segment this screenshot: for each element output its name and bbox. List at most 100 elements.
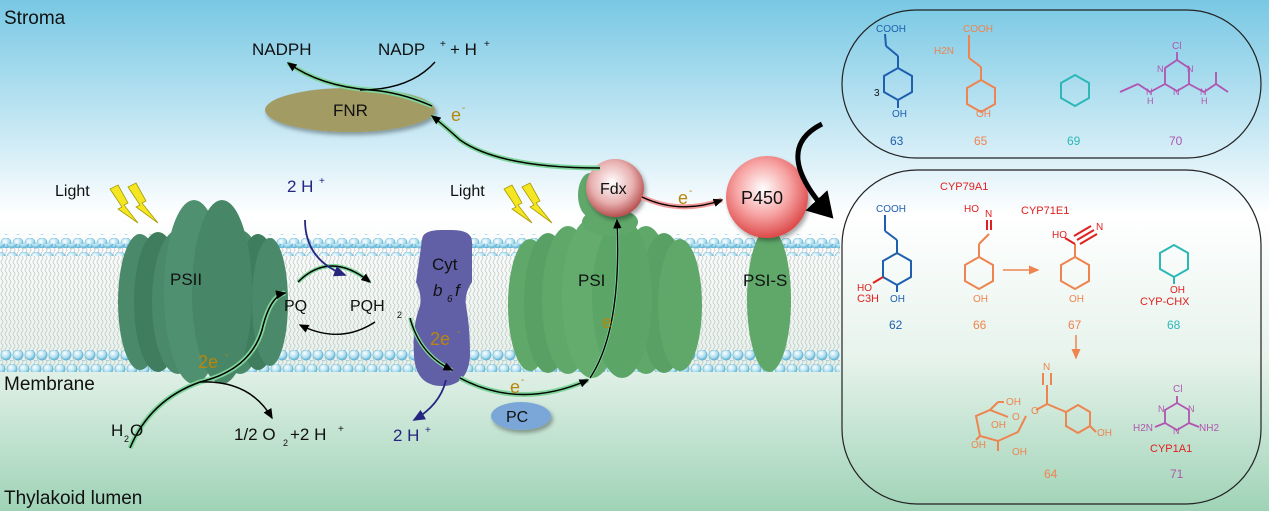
cmp70-nh-left: N (1146, 87, 1153, 97)
fdx-to-p450-arrow (641, 196, 724, 208)
pqh2-oxidation-arrow (298, 321, 376, 335)
substrates-panel: COOH 3 OH 63 COOH H2N OH 65 69 Cl N N N … (841, 9, 1262, 159)
cmp67-n: N (1096, 222, 1103, 233)
cmp62-ho: HO (857, 283, 872, 294)
compound-67-label: 67 (1068, 318, 1082, 332)
cmp64-n: N (1043, 362, 1050, 373)
compound-63-label: 63 (890, 134, 904, 148)
cmp63-cooh: COOH (876, 24, 906, 35)
compound-62-hydroxyl-bond (872, 276, 884, 284)
stroma-label: Stroma (4, 8, 66, 29)
cmp70-nh-right: N (1200, 87, 1207, 97)
electron-fnr-charge: - (462, 103, 465, 114)
electron-p450-charge: - (689, 186, 692, 197)
compound-71-structure (1154, 396, 1200, 432)
compound-66-label: 66 (973, 318, 987, 332)
cmp66-oh: OH (973, 294, 988, 305)
psii-label: PSII (170, 270, 202, 289)
cmp70-n1: N (1157, 64, 1164, 74)
cmp71-n3: N (1173, 426, 1180, 436)
cytochrome-b6f-complex: Cyt b 6 f (413, 230, 472, 386)
fnr-enzyme: FNR (265, 88, 435, 132)
electron-fnr-label: e (451, 105, 461, 125)
cmp62-oh: OH (890, 294, 905, 305)
compound-62-structure (882, 215, 912, 292)
proton-bottom-charge: + (425, 425, 431, 436)
cmp71-nh2: NH2 (1199, 423, 1219, 434)
oxygen-label: 1/2 O (234, 425, 276, 444)
electron-psii-charge: - (225, 350, 228, 361)
enzyme-cyp-chx: CYP-CHX (1140, 296, 1190, 308)
cmp70-h-right: H (1201, 96, 1208, 106)
cmp64-oh-2: OH (991, 420, 1006, 431)
proton-release-arrow (412, 379, 447, 421)
electron-psii-label: 2e (198, 352, 218, 372)
cmp70-h-left: H (1147, 96, 1154, 106)
cmp65-oh: OH (976, 109, 991, 120)
cyt-f-label: f (455, 281, 462, 300)
proton-top-label: 2 H (287, 177, 313, 196)
fnr-label: FNR (333, 101, 368, 120)
electron-labels: 2e - 2e - e - e - e - e - (198, 103, 692, 397)
o2-release-arrow (199, 381, 273, 420)
cmp65-amine: H2N (934, 46, 954, 57)
fdx-label: Fdx (600, 181, 627, 198)
cmp66-ho: HO (964, 204, 979, 215)
proton-uptake-arrow (304, 219, 347, 277)
membrane-label: Membrane (4, 374, 95, 395)
compound-65-label: 65 (974, 134, 988, 148)
psi-label: PSI (578, 271, 605, 290)
p450-enzyme: P450 (726, 156, 808, 238)
oxygen-protons-label: +2 H (290, 425, 326, 444)
cmp64-oh-4: OH (1012, 447, 1027, 458)
cmp64-oh-5: OH (1097, 428, 1112, 439)
cmp65-cooh: COOH (963, 24, 993, 35)
compound-63-structure (883, 33, 913, 108)
compound-66-oxime-bond (986, 220, 992, 230)
cmp62-cooh: COOH (876, 204, 906, 215)
enzyme-cyp71e1: CYP71E1 (1021, 205, 1069, 217)
cmp70-n2: N (1187, 64, 1194, 74)
proton-top-charge: + (319, 176, 325, 187)
products-panel: COOH HO OH C3H 62 HO N OH CYP79A1 66 HO … (841, 169, 1262, 505)
nadp-label: NADP (378, 40, 425, 59)
cmp71-n2: N (1188, 404, 1195, 414)
compound-67-nitrile-bond (1064, 225, 1098, 245)
cmp66-n: N (985, 209, 992, 220)
psi-s-label: PSI-S (743, 271, 787, 290)
h2o-to-pq-arrow (129, 290, 287, 449)
oxygen-subscript: 2 (283, 438, 288, 448)
plus-h-label: + H (450, 40, 477, 59)
lightning-icon (109, 182, 159, 224)
fdx-to-fnr-arrow (430, 115, 601, 169)
cmp64-oh-3: OH (971, 440, 986, 451)
psii-complex: PSII (118, 200, 288, 384)
compound-66-structure (964, 233, 994, 291)
electron-psi-charge: - (613, 310, 616, 321)
compound-68-label: 68 (1167, 318, 1181, 332)
electron-transport-arrows (127, 60, 834, 449)
cyt-electron-arrow (409, 317, 454, 371)
cyt-subscript: 6 (447, 294, 453, 305)
compound-67-structure (1060, 244, 1090, 291)
proton-bottom-label: 2 H (393, 426, 419, 445)
psi-s-complex: PSI-S (743, 228, 791, 372)
cmp71-h2n: H2N (1133, 423, 1153, 434)
compound-64-label: 64 (1044, 467, 1058, 481)
electron-psi-label: e (602, 312, 612, 332)
thylakoid-lumen-label: Thylakoid lumen (4, 488, 142, 509)
substrate-to-product-arrow (795, 121, 834, 219)
psi-to-fdx-arrow (589, 218, 622, 379)
compound-69-label: 69 (1067, 134, 1081, 148)
psi-complex: PSI (508, 173, 702, 378)
cyt-b-label: b (433, 281, 442, 300)
cmp64-glycosidic-o: O (1031, 406, 1039, 417)
pq-label: PQ (284, 298, 307, 315)
pqh2-label: PQH (350, 298, 385, 315)
cyt-label: Cyt (432, 255, 458, 274)
enzyme-cyp79a1: CYP79A1 (940, 181, 988, 193)
enzyme-c3h: C3H (857, 293, 879, 305)
cmp63-oh: OH (892, 109, 907, 120)
